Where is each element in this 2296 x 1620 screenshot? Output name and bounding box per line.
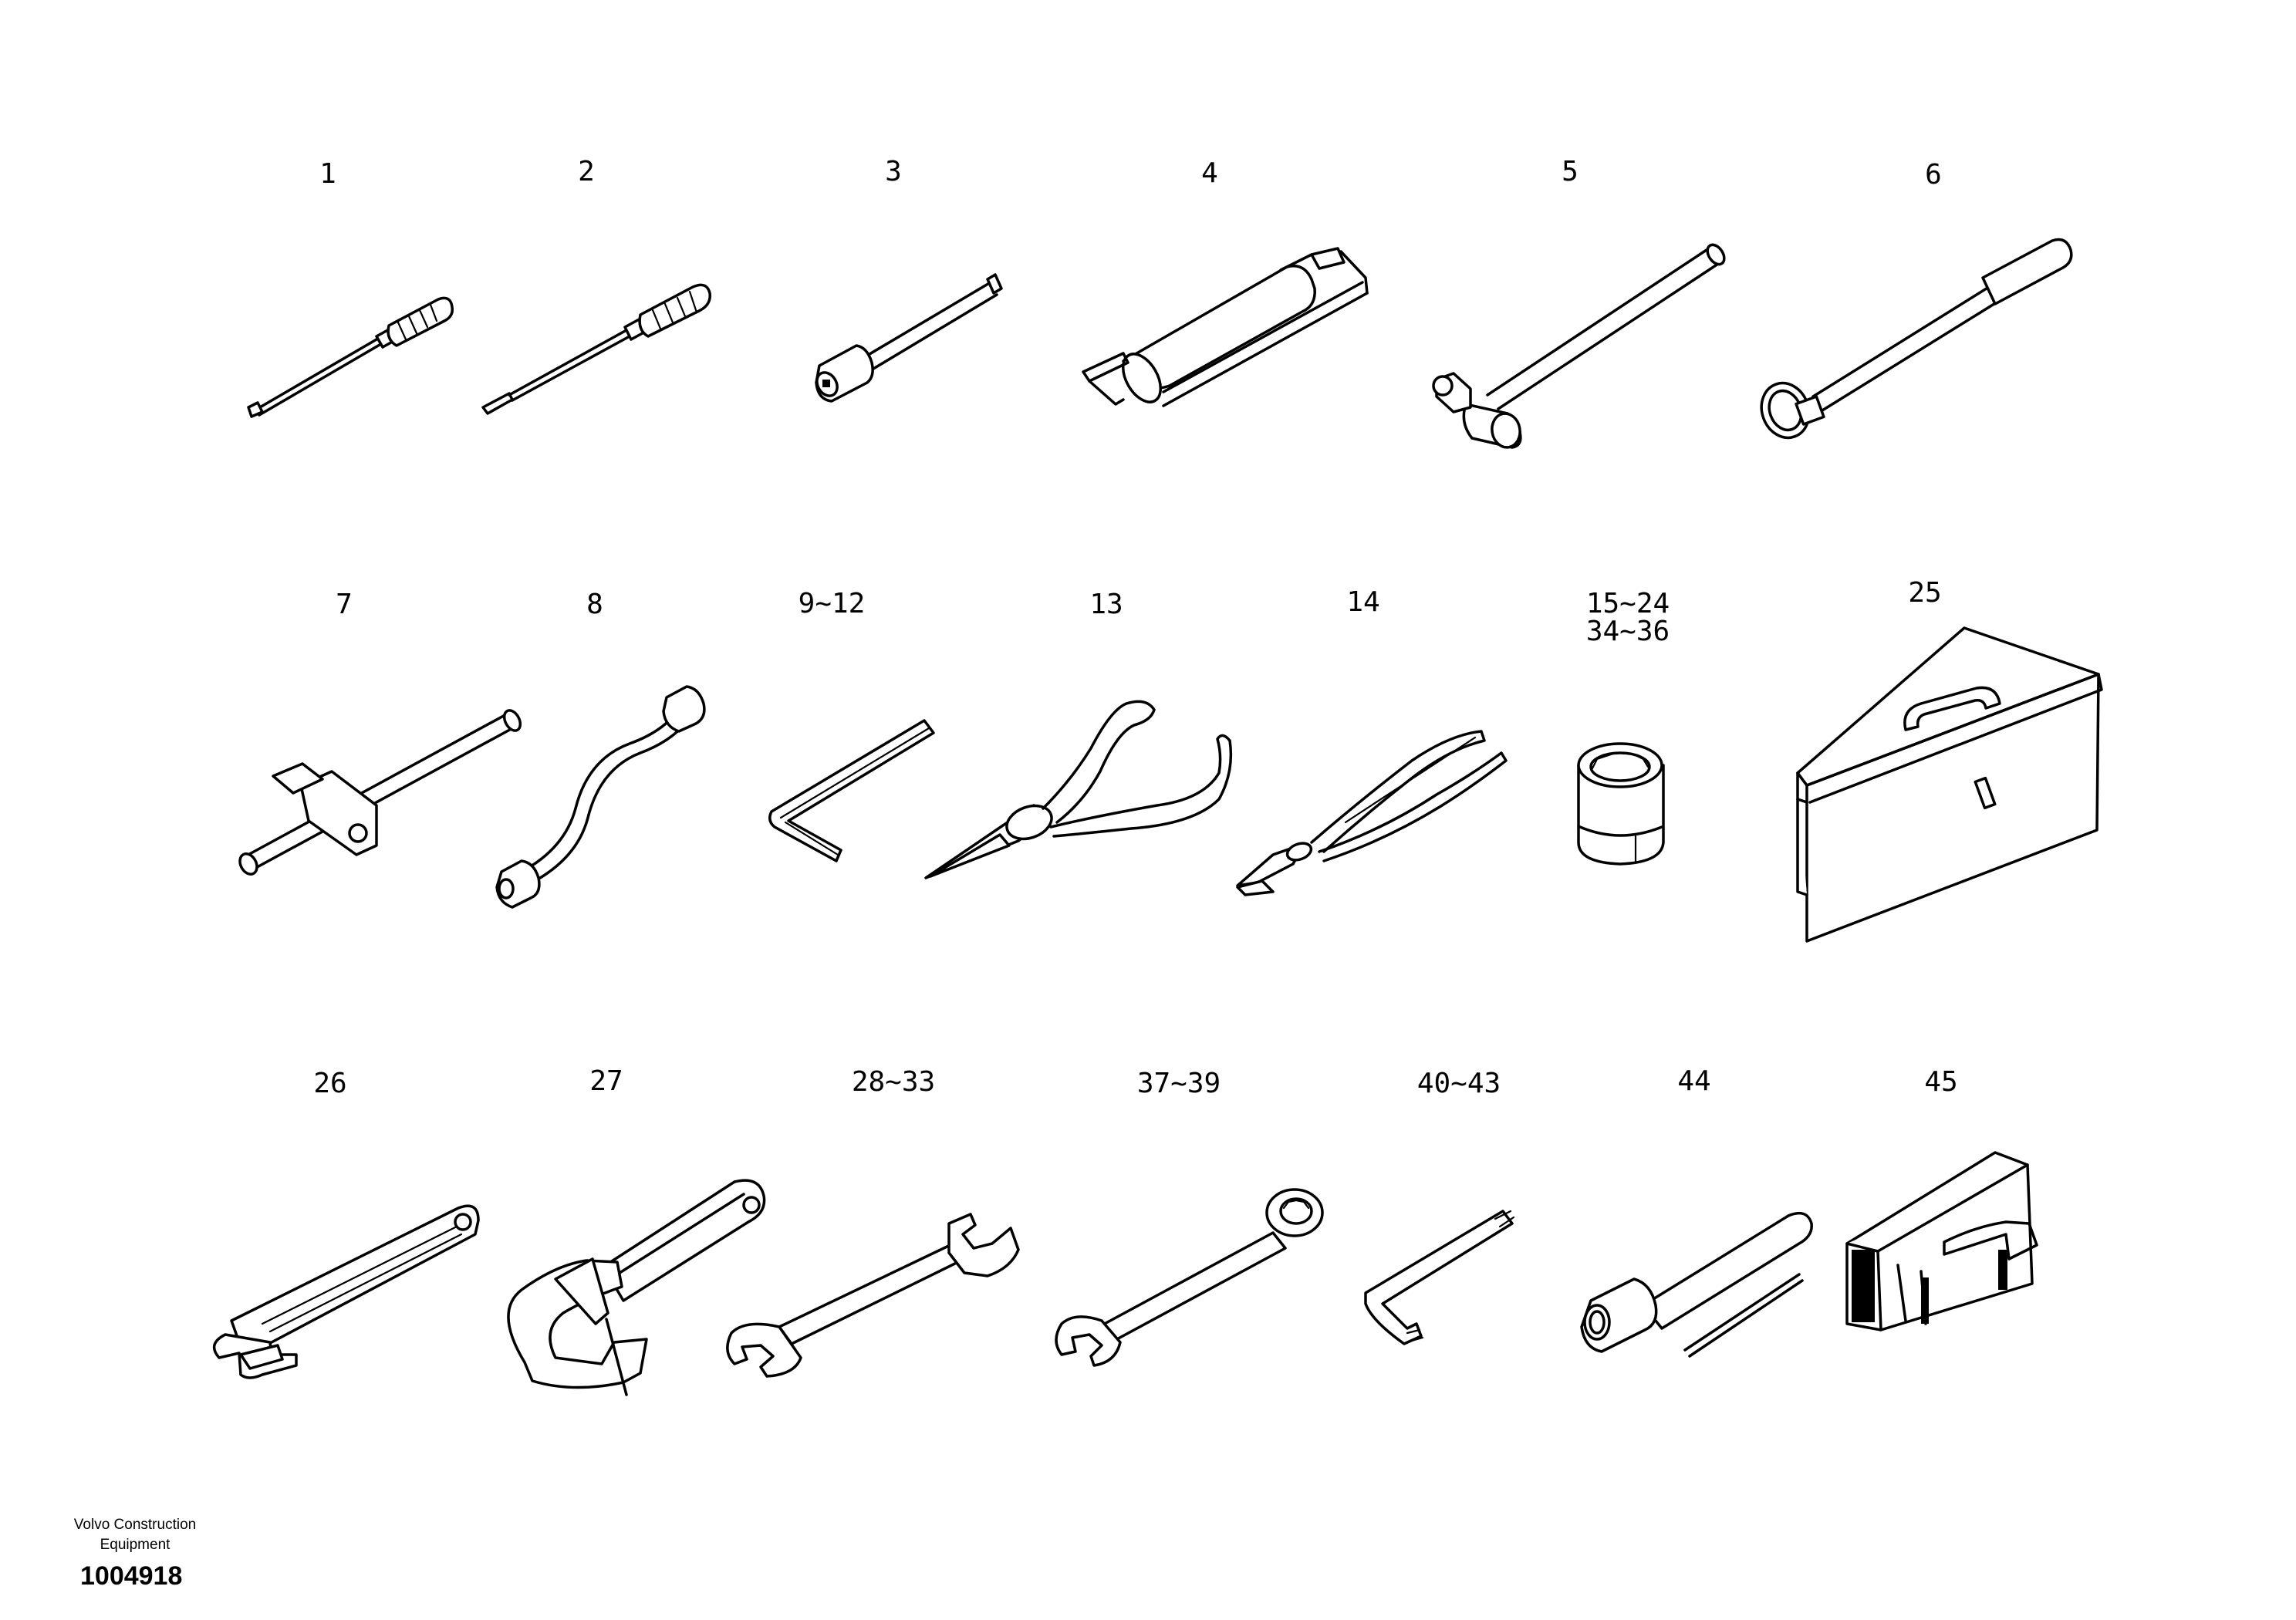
item-label-34-36: 34~36: [1586, 616, 1670, 647]
slip-joint-pliers-icon: [1236, 730, 1508, 896]
grease-gun-icon: [1082, 247, 1369, 407]
torx-key-icon: [1364, 1210, 1515, 1345]
hammer-icon: [1432, 243, 1726, 449]
toolbox-icon: [1796, 626, 2103, 943]
item-label-37-39: 37~39: [1137, 1068, 1221, 1099]
item-label-13: 13: [1089, 589, 1123, 620]
item-label-40-43: 40~43: [1417, 1068, 1501, 1099]
brand-line-2: Equipment: [100, 1537, 171, 1553]
brand-line-1: Volvo Construction: [73, 1517, 197, 1533]
socket-icon: [1577, 742, 1665, 866]
item-label-4: 4: [1201, 157, 1218, 189]
item-label-26: 26: [313, 1068, 346, 1099]
item-label-8: 8: [586, 589, 603, 620]
document-number: 1004918: [80, 1561, 183, 1591]
combination-wrench-icon: [1055, 1188, 1324, 1367]
pipe-wrench-icon: [507, 1179, 766, 1396]
open-end-wrench-icon: [726, 1213, 1020, 1378]
ratchet-handle-icon: [1760, 238, 2073, 440]
item-label-44: 44: [1677, 1065, 1710, 1097]
item-label-45: 45: [1924, 1066, 1957, 1098]
item-label-3: 3: [885, 156, 902, 187]
item-label-5: 5: [1562, 156, 1578, 187]
item-label-15-24: 15~24: [1586, 588, 1670, 619]
item-label-1: 1: [319, 158, 336, 190]
phillips-screwdriver-icon: [247, 296, 454, 418]
flat-screwdriver-icon: [481, 283, 711, 415]
item-label-28-33: 28~33: [852, 1066, 935, 1098]
item-label-7: 7: [336, 589, 353, 620]
brand-name: Volvo Construction Equipment: [46, 1515, 224, 1555]
item-label-6: 6: [1925, 159, 1942, 191]
item-label-2: 2: [578, 156, 595, 187]
hex-key-icon: [768, 719, 935, 862]
item-label-14: 14: [1346, 586, 1379, 618]
t-handle-wrench-icon: [238, 709, 522, 876]
item-label-25: 25: [1908, 577, 1941, 609]
item-label-9-12: 9~12: [799, 588, 866, 619]
snap-ring-pliers-icon: [924, 700, 1233, 879]
adjustable-wrench-icon: [212, 1204, 480, 1379]
socket-extension-icon: [815, 273, 1003, 403]
box-spanner-icon: [1580, 1211, 1813, 1358]
offset-socket-wrench-icon: [495, 685, 706, 909]
item-label-27: 27: [589, 1065, 623, 1097]
tool-bag-icon: [1845, 1151, 2038, 1331]
